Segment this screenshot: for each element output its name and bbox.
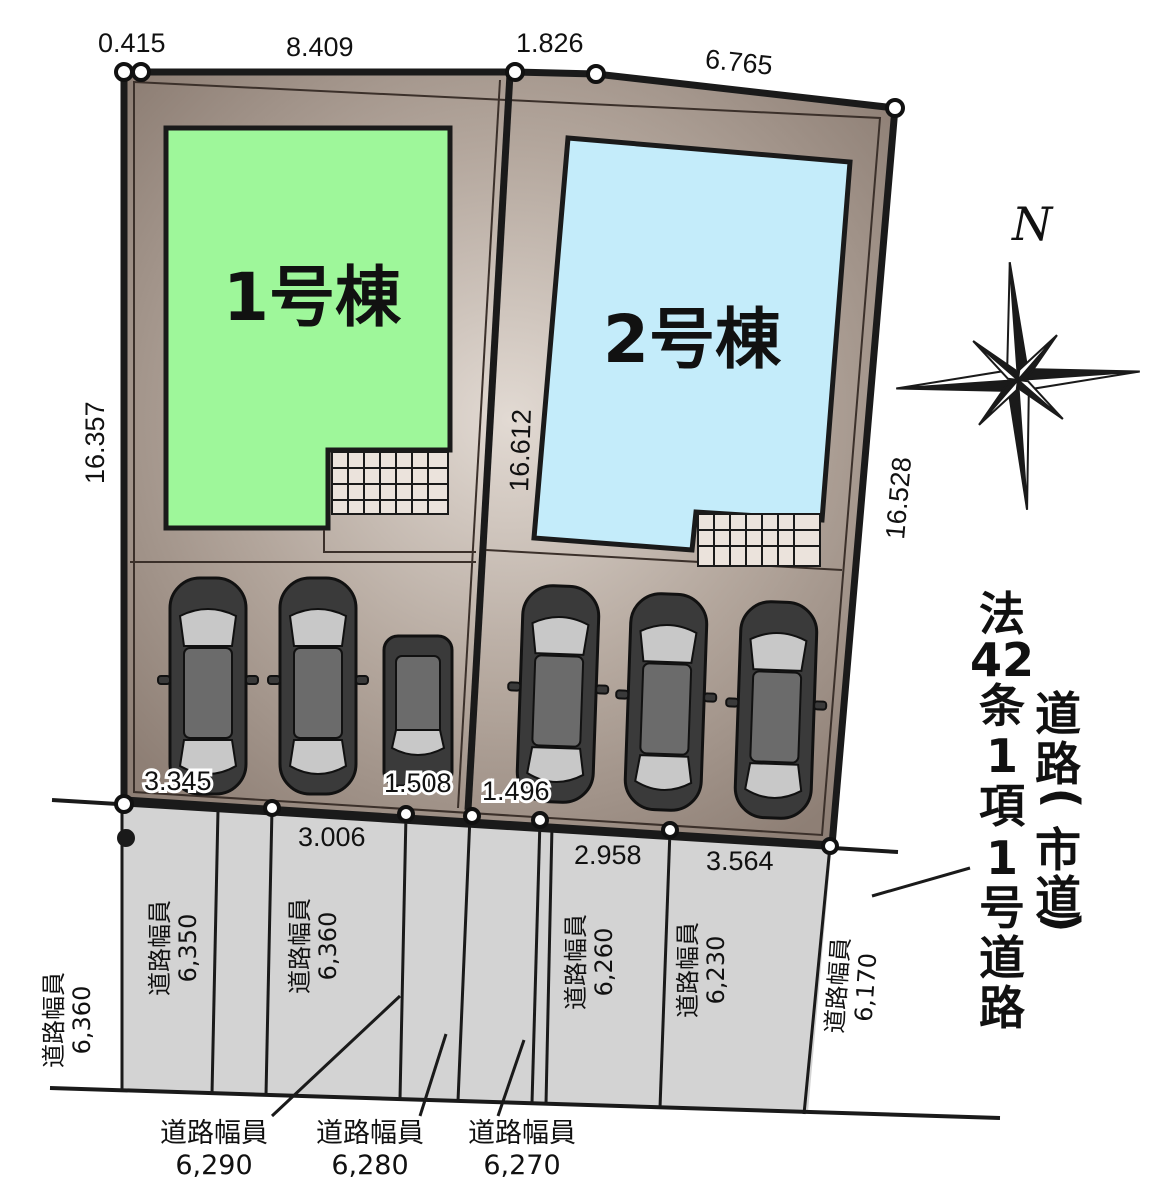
road-title-char: 号 bbox=[979, 881, 1025, 935]
road-title-char: 1 bbox=[986, 729, 1018, 783]
road-width-value: 6,360 bbox=[68, 986, 96, 1055]
lot-divider-inner bbox=[457, 79, 501, 809]
road-title-char: 42 bbox=[970, 633, 1034, 687]
dim-front-3: 1.496 bbox=[482, 776, 550, 806]
boundary-points bbox=[114, 62, 905, 855]
road-surface bbox=[122, 802, 832, 1112]
road-width-label: 道路幅員 bbox=[160, 1118, 268, 1149]
road-width-label: 道路幅員 bbox=[286, 898, 314, 994]
building-2-label: 2号棟 bbox=[603, 301, 782, 378]
road-width-value: 6,350 bbox=[174, 914, 202, 983]
road-width-value: 6,290 bbox=[175, 1150, 252, 1181]
road-width-labels: 道路幅員 6,360 道路幅員 6,350 道路幅員 6,360 道路幅員 6,… bbox=[40, 866, 971, 1181]
road-width-value: 6,170 bbox=[850, 952, 883, 1023]
dimensions: 0.415 8.409 1.826 6.765 16.357 16.612 16… bbox=[80, 28, 917, 876]
leader-lines bbox=[270, 866, 971, 1118]
car-3-compact bbox=[382, 634, 454, 788]
compass-rose bbox=[896, 262, 1140, 510]
road-width-value: 6,360 bbox=[314, 912, 342, 981]
road-subtitle-char: 市 bbox=[1035, 823, 1081, 877]
building-1-footprint bbox=[163, 125, 453, 531]
car-1 bbox=[156, 576, 260, 796]
building-1-steps bbox=[323, 530, 476, 553]
lot-setback-line bbox=[133, 80, 882, 837]
road-width-label: 道路幅員 bbox=[146, 900, 174, 996]
building-2-deck bbox=[697, 513, 821, 567]
road-title-char: 条 bbox=[979, 679, 1025, 733]
dim-left-side: 16.357 bbox=[80, 401, 110, 484]
road-width-value: 6,230 bbox=[702, 936, 730, 1005]
building-2-footprint bbox=[531, 135, 853, 553]
road-width-value: 6,260 bbox=[590, 928, 618, 997]
road-width-label: 道路幅員 bbox=[468, 1118, 576, 1149]
building-1-label: 1号棟 bbox=[223, 259, 402, 336]
road-title-char: 道 bbox=[979, 931, 1025, 985]
road-subtitle-char: 道 bbox=[1035, 871, 1081, 925]
road-title-char: 1 bbox=[986, 831, 1018, 885]
car-2 bbox=[266, 576, 370, 796]
building-1-deck bbox=[331, 451, 449, 515]
dim-top-left: 8.409 bbox=[286, 32, 354, 62]
road-width-value: 6,270 bbox=[483, 1150, 560, 1181]
road-dividers bbox=[120, 802, 832, 1115]
building-2: 2号棟 bbox=[531, 135, 853, 567]
road-width-label: 道路幅員 bbox=[40, 972, 68, 1068]
road-width-label: 道路幅員 bbox=[562, 914, 590, 1010]
dim-road-seg-1: 3.006 bbox=[298, 822, 366, 852]
road-title-char: 路 bbox=[979, 981, 1026, 1035]
dim-road-seg-2: 2.958 bbox=[574, 840, 642, 870]
building-1: 1号棟 bbox=[163, 125, 476, 553]
road-width-value: 6,280 bbox=[331, 1150, 408, 1181]
road-subtitle-char: 路 bbox=[1035, 737, 1082, 791]
parked-cars bbox=[156, 576, 832, 822]
dim-top-mid: 1.826 bbox=[516, 28, 584, 58]
north-compass: N bbox=[896, 197, 1140, 510]
dim-road-seg-3: 3.564 bbox=[706, 846, 774, 876]
road-area bbox=[49, 798, 1001, 1120]
road-width-label: 道路幅員 bbox=[821, 937, 856, 1035]
road-subtitle-char: ( bbox=[1035, 787, 1089, 808]
road-title-char: 法 bbox=[979, 587, 1025, 641]
dim-middle-side: 16.612 bbox=[504, 409, 537, 493]
dim-top-right: 6.765 bbox=[704, 44, 774, 81]
road-width-label: 道路幅員 bbox=[674, 922, 702, 1018]
dim-front-1: 3.345 bbox=[144, 766, 212, 796]
dim-right-side: 16.528 bbox=[880, 456, 917, 541]
road-edge-bottom bbox=[49, 1086, 1001, 1120]
north-label: N bbox=[1011, 197, 1054, 251]
lot-divider bbox=[464, 73, 514, 811]
road-title-char: 項 bbox=[979, 779, 1026, 833]
road-subtitle-char: 道 bbox=[1035, 687, 1081, 741]
road-subtitle-char: ) bbox=[1035, 911, 1089, 932]
road-width-label: 道路幅員 bbox=[316, 1118, 424, 1149]
dim-front-2: 1.508 bbox=[384, 768, 452, 798]
dim-top-left-small: 0.415 bbox=[98, 28, 166, 58]
road-type-title: 法 42 条 1 項 1 号 道 路 道 路 ( 市 道 ) bbox=[970, 587, 1089, 1035]
